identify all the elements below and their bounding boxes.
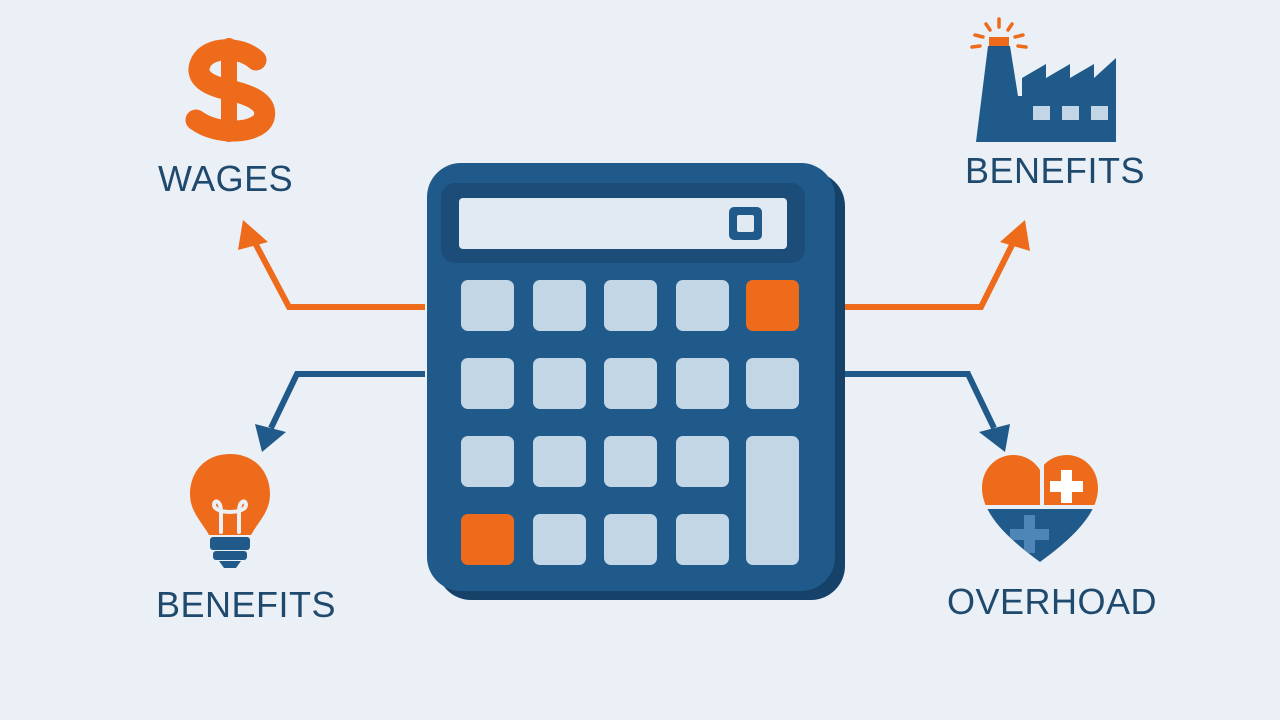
heart-with-crosses-icon	[978, 455, 1102, 562]
calculator-icon	[427, 163, 845, 600]
calculator-display	[459, 198, 787, 249]
label-benefits-bottom: BENEFITS	[156, 584, 337, 625]
label-wages: WAGES	[158, 158, 294, 199]
factory-icon	[970, 17, 1116, 142]
arrow-to-overhead	[843, 371, 1010, 452]
calculator-keys	[461, 280, 799, 565]
arrow-to-benefits-bottom	[255, 371, 425, 452]
label-overhead: OVERHOAD	[947, 581, 1158, 622]
lightbulb-icon	[190, 454, 270, 568]
arrow-to-benefits-top	[843, 220, 1030, 310]
label-benefits-top: BENEFITS	[965, 150, 1146, 191]
dollar-sign-icon	[185, 38, 276, 142]
arrow-to-wages	[238, 220, 425, 310]
